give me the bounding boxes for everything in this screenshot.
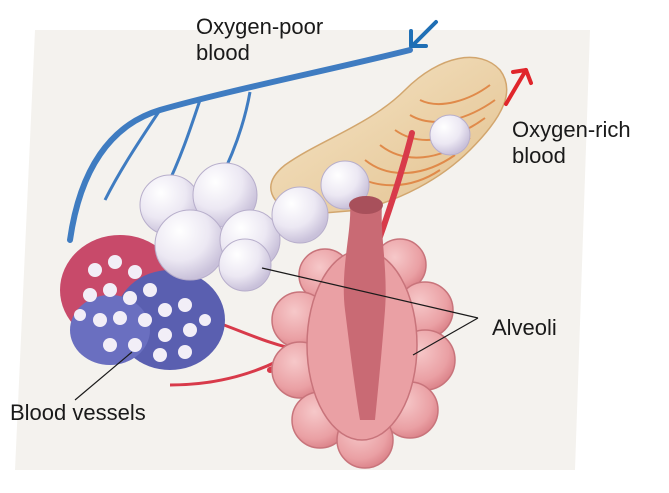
airway-opening — [349, 196, 383, 214]
oxygen-poor-label-line2: blood — [196, 40, 323, 66]
oxygen-rich-blood-label: Oxygen-rich blood — [512, 117, 631, 169]
alveoli-label: Alveoli — [492, 315, 557, 341]
oxygen-rich-label-line2: blood — [512, 143, 631, 169]
blood-vessels-label: Blood vessels — [10, 400, 146, 426]
oxygen-poor-blood-label: Oxygen-poor blood — [196, 14, 323, 66]
oxygen-rich-label-line1: Oxygen-rich — [512, 117, 631, 143]
oxygen-poor-label-line1: Oxygen-poor — [196, 14, 323, 40]
